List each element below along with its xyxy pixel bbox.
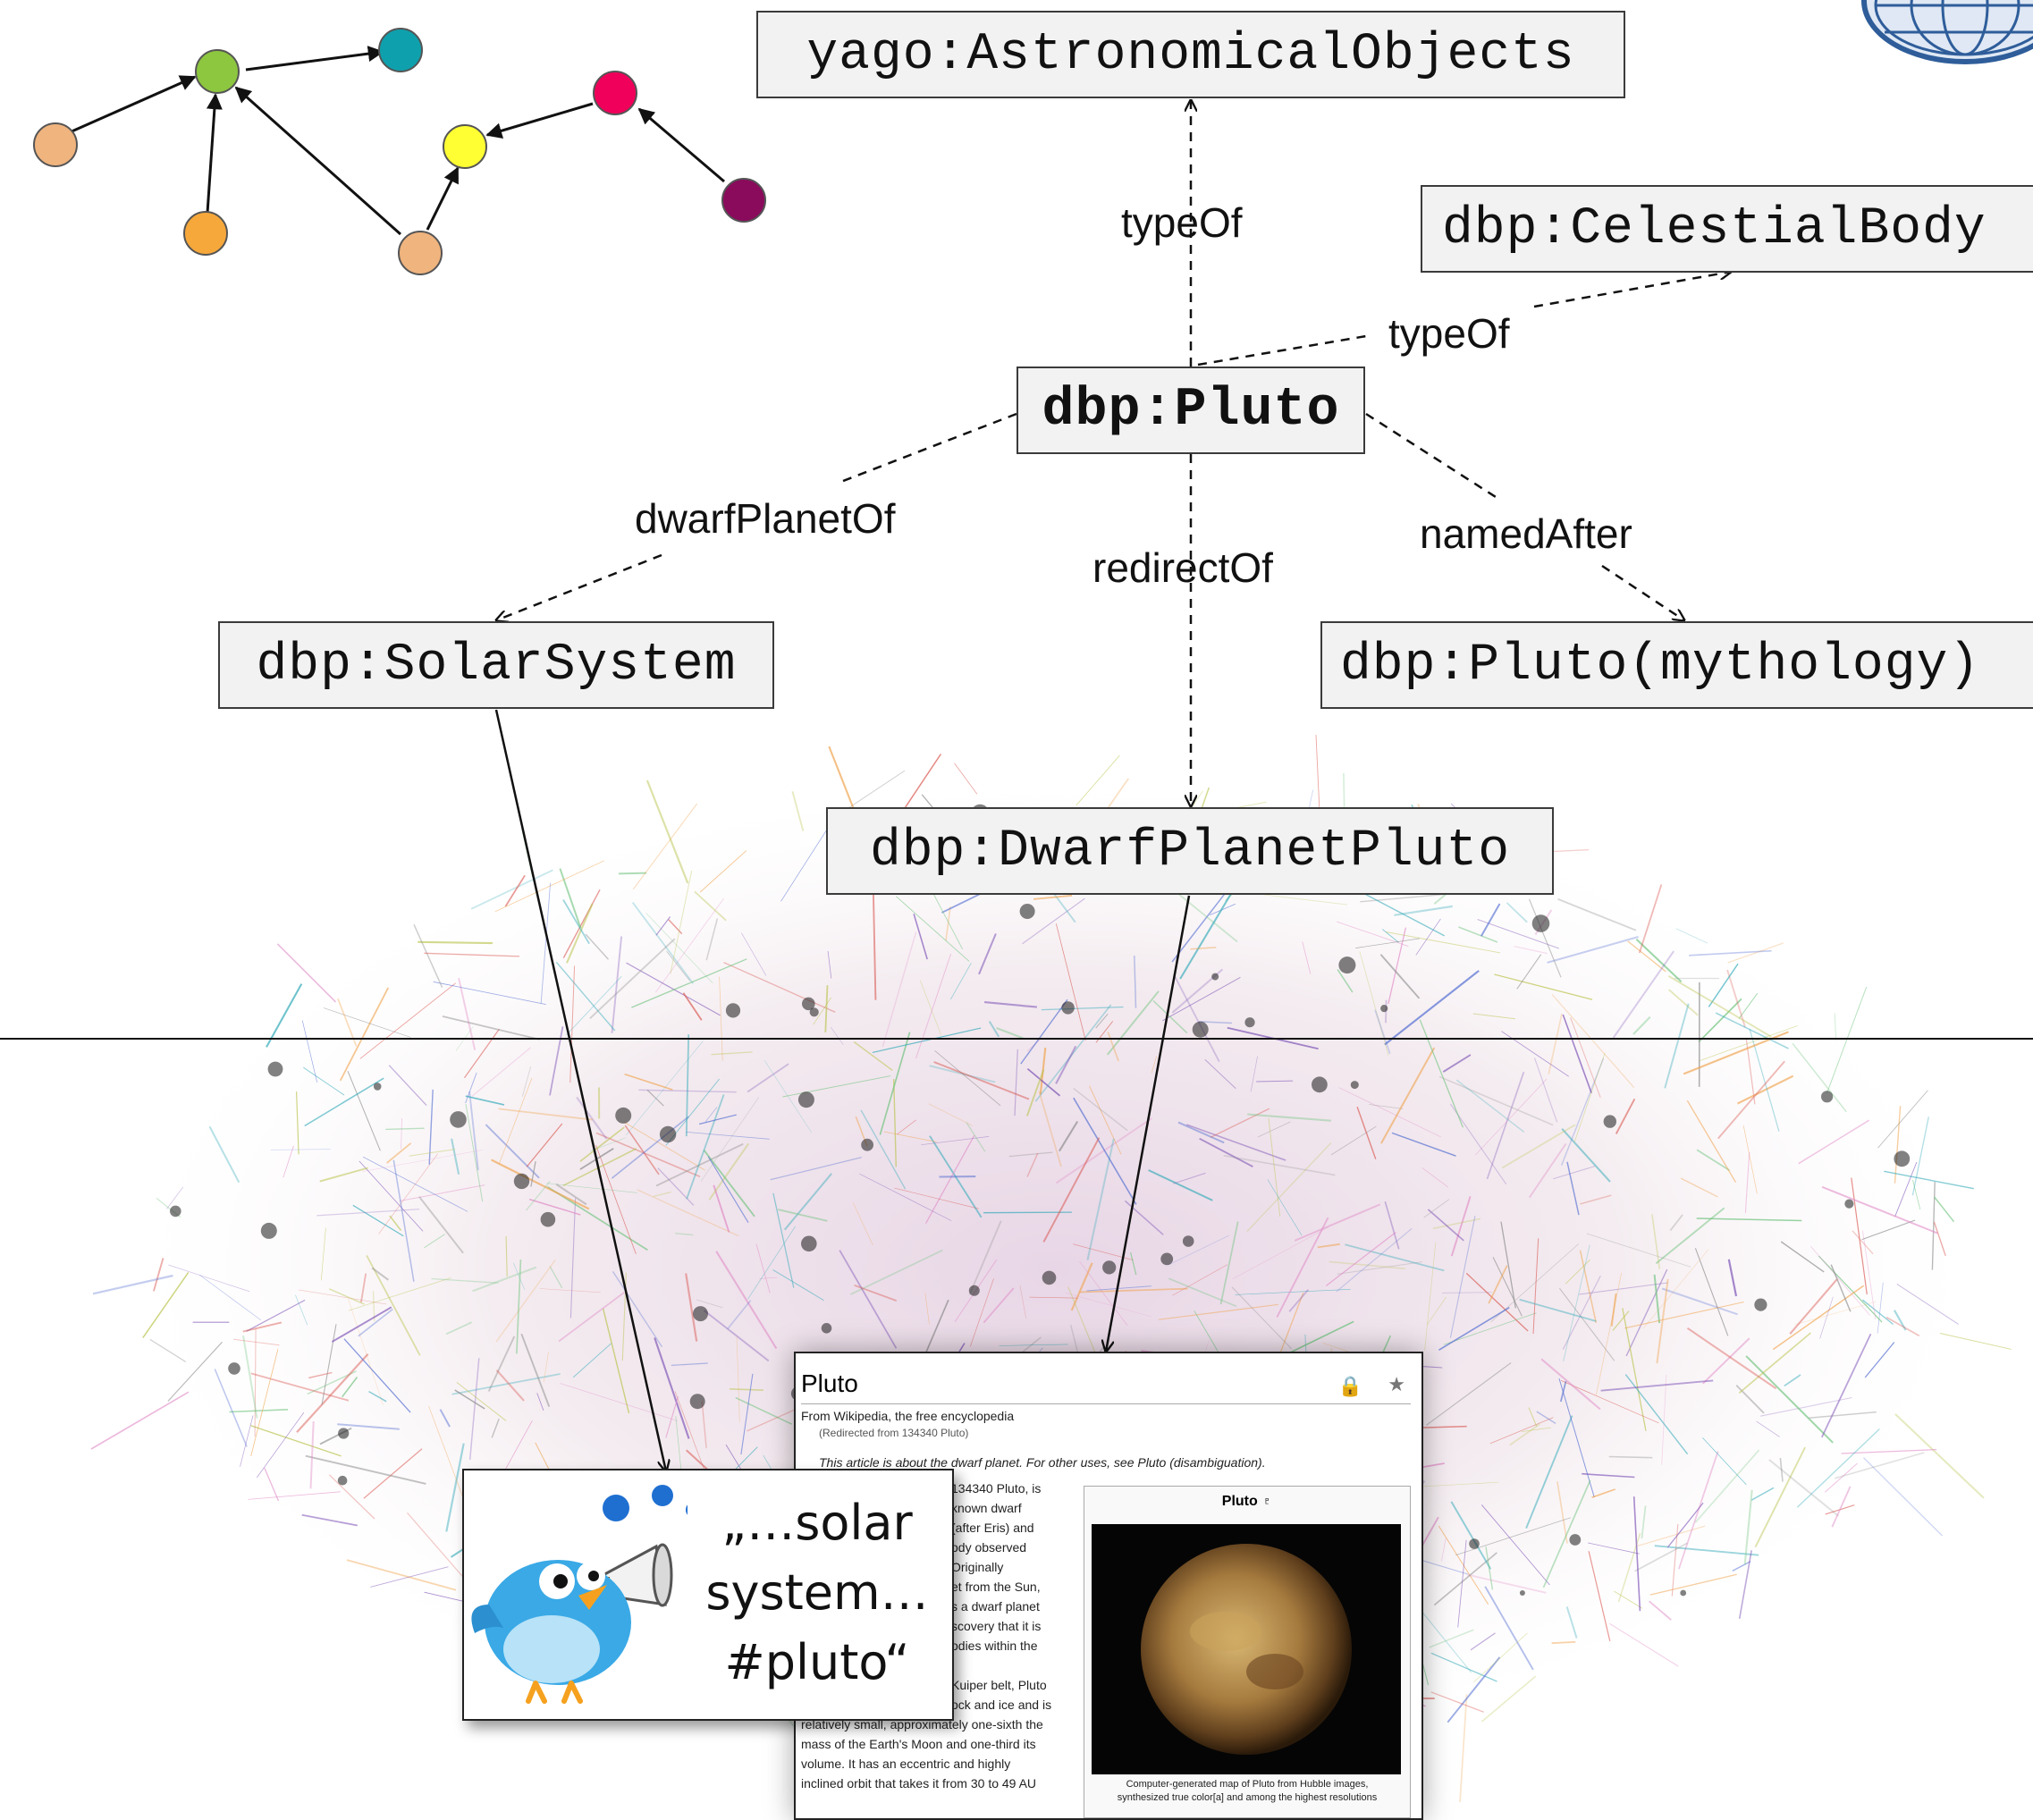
tweet-line: „…solar	[688, 1488, 947, 1558]
node-solar-system: dbp:SolarSystem	[218, 621, 774, 709]
cloud-hub	[802, 998, 815, 1011]
cloud-hub	[615, 1108, 631, 1124]
cloud-hub	[1160, 1253, 1173, 1266]
mini-node	[722, 179, 765, 222]
edge-namedafter-a	[1366, 414, 1496, 497]
wiki-source-line: From Wikipedia, the free encyclopedia	[801, 1409, 1014, 1423]
node-celestial-body: dbp:CelestialBody	[1421, 185, 2033, 273]
cloud-hub	[861, 1139, 873, 1151]
cloud-hub	[338, 1428, 349, 1438]
edge-typeof-celestial-b	[1534, 272, 1731, 307]
node-pluto-mythology: dbp:Pluto(mythology)	[1320, 621, 2033, 709]
node-dwarf-planet-pluto: dbp:DwarfPlanetPluto	[826, 807, 1554, 895]
cloud-hub	[690, 1394, 705, 1409]
wiki-hatnote: This article is about the dwarf planet. …	[819, 1455, 1266, 1470]
wiki-body-line: mass of the Earth's Moon and one-third i…	[801, 1734, 1078, 1754]
mini-node	[196, 50, 239, 93]
cloud-hub	[1312, 1076, 1328, 1092]
cloud-hub	[261, 1223, 277, 1239]
cloud-hub	[969, 1285, 980, 1296]
cloud-hub	[1754, 1299, 1767, 1311]
edge-label-typeof-1: typeOf	[1121, 198, 1243, 247]
cloud-hub	[1193, 1022, 1209, 1038]
lock-icon: 🔒	[1338, 1375, 1362, 1398]
cloud-hub	[1844, 1200, 1853, 1209]
wiki-redirect-note: (Redirected from 134340 Pluto)	[819, 1427, 968, 1439]
edge-label-typeof-2: typeOf	[1388, 309, 1510, 358]
cloud-hub	[693, 1306, 708, 1321]
cloud-hub	[514, 1174, 529, 1189]
cloud-hub	[1211, 973, 1219, 981]
wiki-title-rule	[801, 1403, 1411, 1404]
cloud-hub	[822, 1323, 832, 1334]
edge-label-redirectof: redirectOf	[1092, 543, 1273, 592]
cloud-hub	[1532, 914, 1550, 932]
cloud-hub	[1604, 1115, 1616, 1127]
caption-line: synthesized true color[a] and among the …	[1088, 1791, 1406, 1805]
cloud-hub	[660, 1126, 676, 1142]
cloud-hub	[726, 1003, 740, 1017]
cloud-hub	[374, 1083, 382, 1091]
cloud-hub	[1102, 1260, 1116, 1274]
cloud-hub	[1061, 1001, 1074, 1014]
edge-typeof-celestial-a	[1198, 336, 1366, 365]
wiki-article-title: Pluto	[801, 1369, 858, 1398]
cloud-hub	[1042, 1271, 1057, 1285]
cloud-link	[619, 873, 646, 874]
edge-label-dwarfplanetof: dwarfPlanetOf	[635, 494, 895, 543]
mini-node	[399, 232, 442, 274]
cloud-link	[418, 942, 493, 943]
mini-node	[379, 29, 422, 72]
cloud-hub	[1338, 956, 1355, 973]
twitter-bird-icon	[464, 1470, 688, 1719]
mini-node	[184, 212, 227, 255]
cloud-hub	[1020, 904, 1035, 919]
cloud-hub	[268, 1062, 283, 1077]
cloud-hub	[1469, 1538, 1480, 1549]
star-icon[interactable]: ★	[1388, 1373, 1405, 1396]
wiki-body-line: volume. It has an eccentric and highly	[801, 1754, 1078, 1774]
edge-dwarfplanetof-a	[839, 414, 1016, 483]
mini-node	[34, 123, 77, 166]
cloud-hub	[798, 1091, 814, 1108]
cloud-hub	[1680, 1590, 1686, 1597]
cloud-hub	[1244, 1017, 1254, 1027]
node-pluto: dbp:Pluto	[1016, 367, 1365, 454]
cloud-hub	[1569, 1534, 1581, 1546]
tweet-line: #pluto“	[688, 1628, 947, 1698]
cloud-hub	[228, 1362, 240, 1375]
cloud-hub	[1351, 1081, 1359, 1089]
cloud-hub	[450, 1111, 467, 1128]
tweet-line: system…	[688, 1558, 947, 1628]
cloud-hub	[1520, 1590, 1525, 1596]
edge-dwarfplanetof-b	[496, 555, 662, 620]
wiki-image-caption: Computer-generated map of Pluto from Hub…	[1088, 1778, 1406, 1805]
caption-line: Computer-generated map of Pluto from Hub…	[1088, 1778, 1406, 1791]
mini-graph	[9, 9, 769, 308]
mini-node	[594, 72, 637, 114]
pluto-image	[1092, 1524, 1401, 1774]
tweet-text: „…solar system… #pluto“	[688, 1488, 947, 1698]
edge-namedafter-b	[1602, 566, 1684, 620]
cloud-hub	[170, 1206, 181, 1218]
cloud-hub	[338, 1476, 348, 1486]
node-astronomical-objects: yago:AstronomicalObjects	[756, 11, 1625, 98]
cloud-hub	[1380, 1005, 1388, 1012]
cloud-hub	[801, 1236, 817, 1252]
edge-label-namedafter: namedAfter	[1420, 510, 1632, 558]
cloud-hub	[1821, 1091, 1833, 1102]
cloud-hub	[1183, 1235, 1194, 1247]
wiki-infobox: Pluto ♇ Computer-generated map of Pluto …	[1084, 1486, 1411, 1818]
cloud-hub	[541, 1212, 556, 1227]
mini-node	[443, 125, 486, 168]
tweet-card: „…solar system… #pluto“	[462, 1469, 954, 1721]
wiki-body-line: inclined orbit that takes it from 30 to …	[801, 1774, 1078, 1793]
wiki-infobox-title: Pluto ♇	[1084, 1494, 1410, 1510]
cloud-hub	[1894, 1150, 1910, 1167]
